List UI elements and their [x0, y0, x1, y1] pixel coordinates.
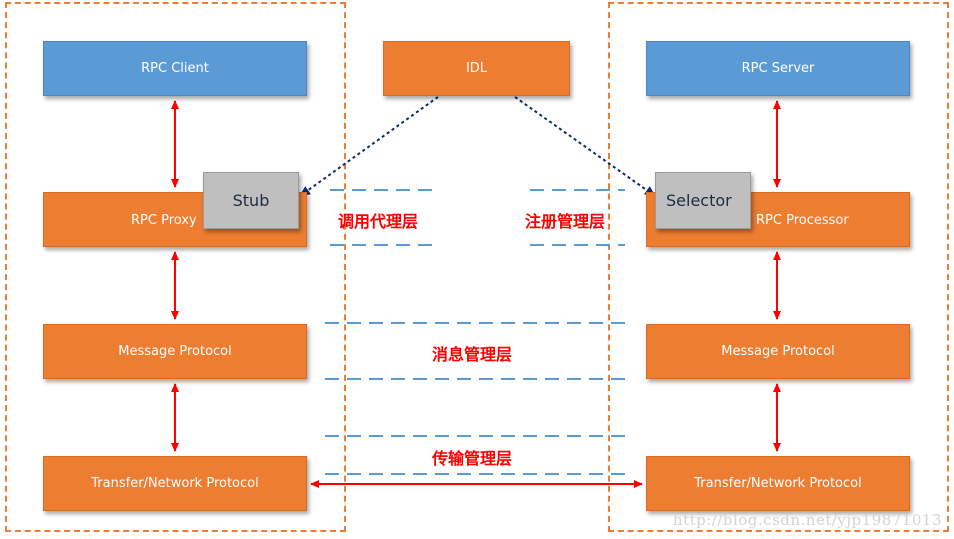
selector-label: Selector	[666, 191, 732, 210]
stub-label: Stub	[232, 191, 270, 210]
client-message-protocol-label: Message Protocol	[118, 344, 232, 359]
rpc-server-box: RPC Server	[646, 41, 910, 96]
message-layer-label: 消息管理层	[432, 345, 513, 364]
client-message-protocol-box: Message Protocol	[43, 324, 307, 379]
invoke-proxy-layer-label: 调用代理层	[338, 212, 419, 231]
selector-box: Selector	[655, 172, 751, 229]
server-frame	[608, 2, 949, 532]
idl-to-selector-arrow	[514, 96, 656, 197]
client-transfer-protocol-label: Transfer/Network Protocol	[91, 476, 259, 491]
rpc-server-label: RPC Server	[741, 61, 815, 76]
rpc-client-label: RPC Client	[141, 61, 209, 76]
stub-box: Stub	[203, 172, 299, 229]
idl-box: IDL	[383, 41, 570, 96]
watermark: http://blog.csdn.net/yjp19871013	[672, 511, 942, 529]
rpc-proxy-label: RPC Proxy	[131, 213, 197, 228]
server-transfer-protocol-box: Transfer/Network Protocol	[646, 456, 910, 511]
transport-layer-label: 传输管理层	[432, 449, 513, 468]
idl-to-stub-arrow	[299, 96, 439, 197]
client-transfer-protocol-box: Transfer/Network Protocol	[43, 456, 307, 511]
rpc-processor-label: RPC Processor	[756, 213, 849, 228]
rpc-client-box: RPC Client	[43, 41, 307, 96]
client-frame	[5, 2, 346, 532]
registry-layer-label: 注册管理层	[525, 212, 606, 231]
server-message-protocol-box: Message Protocol	[646, 324, 910, 379]
idl-label: IDL	[465, 61, 488, 76]
server-transfer-protocol-label: Transfer/Network Protocol	[694, 476, 862, 491]
server-message-protocol-label: Message Protocol	[721, 344, 835, 359]
